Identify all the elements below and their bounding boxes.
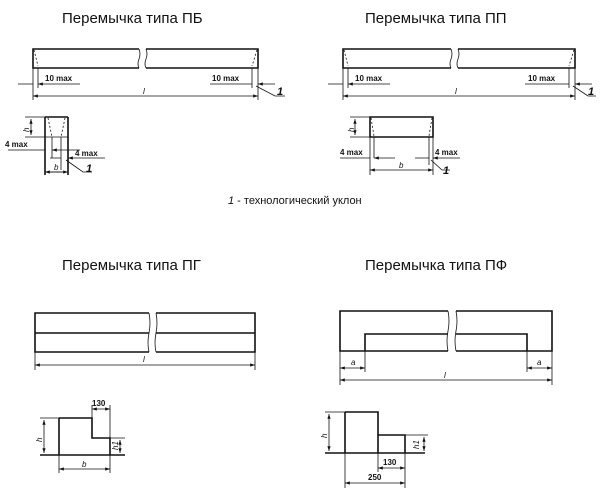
pf-a-left-label: a <box>351 358 356 367</box>
pf-length-label: l <box>444 371 446 380</box>
lintel-pp: Перемычка типа ПП 10 max 10 max l 1 h 4 … <box>328 10 596 177</box>
pp-b-label: b <box>399 161 404 170</box>
pp-section-callout: 1 <box>443 165 449 177</box>
pf-beam-elevation <box>339 310 553 385</box>
pp-taper-right: 4 max <box>435 148 458 157</box>
pb-h-label: h <box>22 127 31 132</box>
pg-b-label: b <box>82 460 87 469</box>
pf-h-label: h <box>320 433 329 438</box>
pb-cross-section <box>8 116 105 175</box>
pb-section-callout: 1 <box>86 163 92 175</box>
pf-title: Перемычка типа ПФ <box>365 257 507 274</box>
pg-h1-label: h1 <box>111 441 120 450</box>
lintel-pf: Перемычка типа ПФ a a l h h1 130 250 <box>320 257 553 488</box>
pp-h-label: h <box>347 127 356 132</box>
pb-title: Перемычка типа ПБ <box>62 10 203 27</box>
pf-h1-label: h1 <box>412 440 421 449</box>
pp-title: Перемычка типа ПП <box>365 10 507 27</box>
pp-dim-right: 10 max <box>528 74 556 83</box>
lintel-pb: Перемычка типа ПБ 10 max 10 max l 1 h 4 … <box>5 10 285 175</box>
pp-taper-left: 4 max <box>340 148 363 157</box>
lintel-pg: Перемычка типа ПГ l 130 h h1 b <box>34 257 256 473</box>
pp-beam-elevation <box>328 48 596 100</box>
pf-step-dim: 130 <box>383 458 397 467</box>
pb-taper-right: 4 max <box>75 149 98 158</box>
pg-beam-elevation <box>34 312 256 370</box>
pb-b-label: b <box>54 163 59 172</box>
pg-h-label: h <box>35 437 44 442</box>
pp-length-label: l <box>455 87 457 96</box>
legend-caption: 1 - технологический уклон <box>228 195 362 207</box>
pg-title: Перемычка типа ПГ <box>62 257 201 274</box>
pf-cross-section <box>325 411 428 488</box>
pb-length-label: l <box>143 87 145 96</box>
pp-cross-section <box>340 116 460 175</box>
pp-callout: 1 <box>588 86 594 98</box>
pf-a-right-label: a <box>537 358 542 367</box>
pb-taper-left: 4 max <box>5 140 28 149</box>
pb-beam-elevation <box>18 48 285 100</box>
pg-cross-section <box>40 405 125 473</box>
legend-number: 1 <box>228 195 234 207</box>
pf-width-dim: 250 <box>368 473 382 482</box>
pb-callout: 1 <box>277 86 283 98</box>
pb-dim-left: 10 max <box>45 74 73 83</box>
legend-text: - технологический уклон <box>234 195 362 207</box>
pg-notch-dim: 130 <box>92 399 106 408</box>
pg-length-label: l <box>143 355 145 364</box>
pp-dim-left: 10 max <box>355 74 383 83</box>
pb-dim-right: 10 max <box>212 74 240 83</box>
